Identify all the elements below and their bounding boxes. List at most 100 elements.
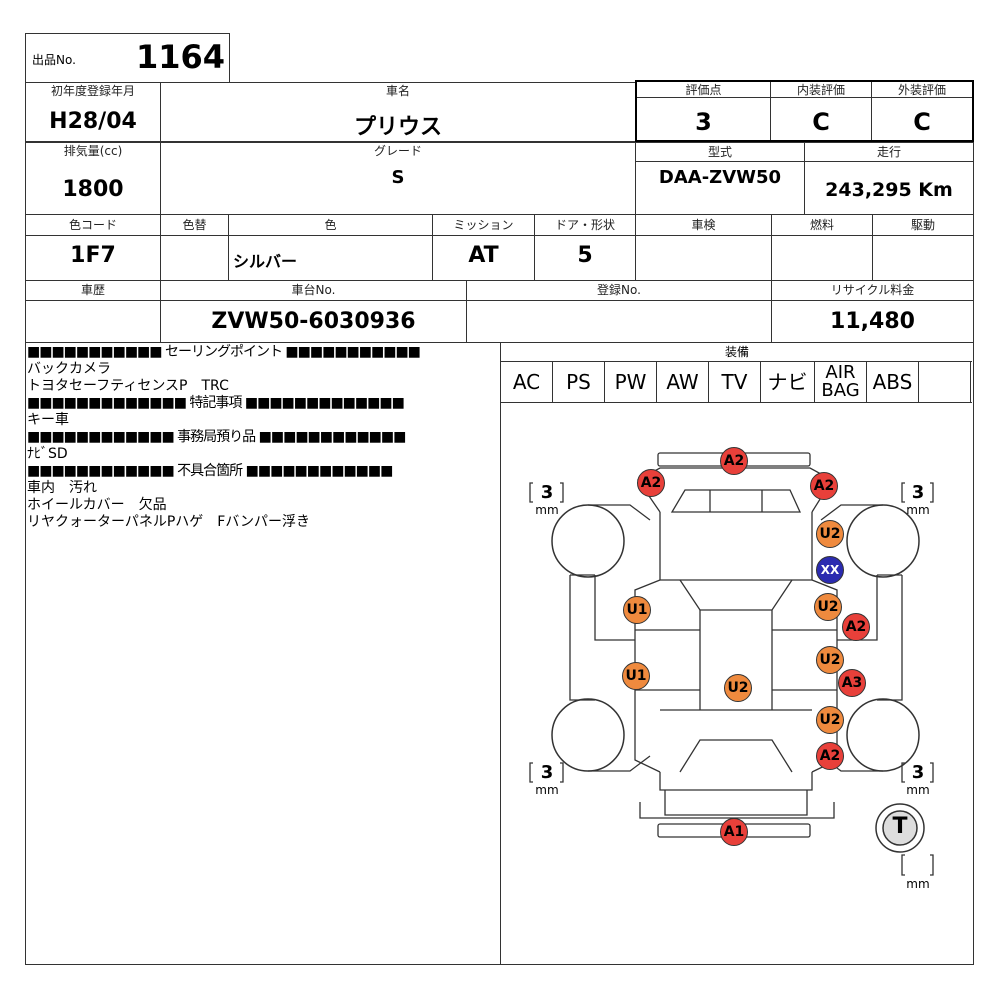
recycle-label: リサイクル料金 xyxy=(772,281,973,301)
reg-no-cell: 登録No. xyxy=(466,280,772,343)
diagram-panel xyxy=(500,342,974,965)
mark-front-left-fender: A2 xyxy=(637,469,665,497)
equipment-bottom-line xyxy=(500,402,972,403)
drive-cell: 駆動 xyxy=(872,214,974,281)
chassis-cell: 車台No. ZVW50-6030936 xyxy=(160,280,467,343)
tire-depth-rear-right-value: 3 xyxy=(911,762,925,783)
doors-value: 5 xyxy=(577,243,593,268)
first-reg-cell: 初年度登録年月 H28/04 xyxy=(25,82,161,142)
car-name-cell: 車名 プリウス xyxy=(160,82,636,142)
mark-roof: U2 xyxy=(724,674,752,702)
office-item-1: ﾅﾋﾞSD xyxy=(27,446,68,462)
tire-depth-front-right-unit: mm xyxy=(906,503,930,517)
mark-right-front-door: U2 xyxy=(814,593,842,621)
inspection-label: 車検 xyxy=(636,215,771,236)
selling-item-2: トヨタセーフティセンスP TRC xyxy=(27,378,229,394)
equip-navi: ナビ xyxy=(761,362,815,402)
transmission-value: AT xyxy=(468,243,499,268)
history-cell: 車歴 xyxy=(25,280,161,343)
lot-label: 出品No. xyxy=(32,53,76,67)
color-change-cell: 色替 xyxy=(160,214,229,281)
equipment-label: 装備 xyxy=(724,345,749,359)
chassis-value: ZVW50-6030936 xyxy=(211,309,416,334)
grade-value: S xyxy=(391,167,405,188)
exterior-cell: 外装評価 C xyxy=(872,82,972,140)
lot-box: 出品No. 1164 xyxy=(25,33,230,83)
selling-item-1: バックカメラ xyxy=(27,361,111,377)
inspection-cell: 車検 xyxy=(635,214,772,281)
mileage-cell: 走行 243,295 Km xyxy=(804,142,974,215)
doors-cell: ドア・形状 5 xyxy=(534,214,636,281)
mark-rear-bumper: A1 xyxy=(720,818,748,846)
mark-right-rear-wheel: A2 xyxy=(816,742,844,770)
mileage-label: 走行 xyxy=(805,143,973,162)
defect-item-1: 車内 汚れ xyxy=(27,480,97,496)
mark-front-right-fender: A2 xyxy=(810,472,838,500)
reg-no-label: 登録No. xyxy=(467,281,771,301)
score-label: 評価点 xyxy=(637,83,770,98)
special-item-1: キー車 xyxy=(27,412,69,428)
displacement-cell: 排気量(cc) 1800 xyxy=(25,142,161,215)
defect-item-3: リヤクォーターパネルPハゲ Fバンパー浮き xyxy=(27,514,311,530)
tire-depth-front-right-value: 3 xyxy=(911,482,925,503)
equip-ac: AC xyxy=(501,362,553,402)
tire-depth-rear-right-unit: mm xyxy=(906,783,930,797)
defect-item-2: ホイールカバー 欠品 xyxy=(27,497,167,513)
doors-label: ドア・形状 xyxy=(535,215,635,236)
equip-abs: ABS xyxy=(867,362,919,402)
mark-right-quarter: U2 xyxy=(816,706,844,734)
equip-airbag-line1: AIR xyxy=(825,362,856,383)
mark-right-rear-door-2: A3 xyxy=(838,669,866,697)
interior-cell: 内装評価 C xyxy=(771,82,872,140)
defect-header: ■■■■■■■■■■■■ 不具合箇所 ■■■■■■■■■■■■ xyxy=(27,463,393,479)
color-code-label: 色コード xyxy=(26,215,160,236)
mark-front-bumper: A2 xyxy=(720,447,748,475)
grade-label: グレード xyxy=(373,144,422,158)
score-cell: 評価点 3 xyxy=(637,82,771,140)
equip-airbag-line2: BAG xyxy=(821,380,860,401)
fuel-cell: 燃料 xyxy=(771,214,873,281)
color-code-cell: 色コード 1F7 xyxy=(25,214,161,281)
mark-left-rear-door: U1 xyxy=(622,662,650,690)
score-value: 3 xyxy=(695,108,712,136)
color-change-label: 色替 xyxy=(161,215,228,236)
tire-depth-rear-left-value: 3 xyxy=(540,762,554,783)
recycle-cell: リサイクル料金 11,480 xyxy=(771,280,974,343)
fuel-label: 燃料 xyxy=(772,215,872,236)
spare-tire-label: T xyxy=(892,814,908,839)
equip-pw: PW xyxy=(605,362,657,402)
mark-left-front-door: U1 xyxy=(623,596,651,624)
tire-depth-rear-left: 3 mm xyxy=(527,762,567,798)
color-code-value: 1F7 xyxy=(70,243,116,268)
mark-right-front-door-2: A2 xyxy=(842,613,870,641)
tire-depth-front-left: 3 mm xyxy=(527,482,567,518)
history-label: 車歴 xyxy=(26,281,160,301)
displacement-label: 排気量(cc) xyxy=(63,144,123,158)
car-name-label: 車名 xyxy=(385,84,410,98)
model-label: 型式 xyxy=(636,143,804,162)
model-value: DAA-ZVW50 xyxy=(658,167,782,188)
spare-tire-unit: mm xyxy=(906,877,930,891)
equip-aw: AW xyxy=(657,362,709,402)
model-cell: 型式 DAA-ZVW50 xyxy=(635,142,805,215)
mark-right-front-1: U2 xyxy=(816,520,844,548)
exterior-label: 外装評価 xyxy=(872,83,972,98)
chassis-label: 車台No. xyxy=(161,281,466,301)
mark-right-rear-door: U2 xyxy=(816,646,844,674)
grade-cell: グレード S xyxy=(160,142,636,215)
tire-depth-front-right: 3 mm xyxy=(898,482,938,518)
car-name-value: プリウス xyxy=(353,115,442,140)
displacement-value: 1800 xyxy=(62,177,124,202)
mark-right-mirror: XX xyxy=(816,556,844,584)
color-label: 色 xyxy=(229,215,432,236)
first-reg-label: 初年度登録年月 xyxy=(50,84,135,98)
tire-depth-rear-left-unit: mm xyxy=(535,783,559,797)
notes-panel xyxy=(25,342,501,965)
special-header: ■■■■■■■■■■■■■ 特記事項 ■■■■■■■■■■■■■ xyxy=(27,395,405,411)
recycle-value: 11,480 xyxy=(830,309,915,334)
equip-ps: PS xyxy=(553,362,605,402)
interior-label: 内装評価 xyxy=(771,83,871,98)
equip-tv: TV xyxy=(709,362,761,402)
tire-depth-front-left-value: 3 xyxy=(540,482,554,503)
first-reg-value: H28/04 xyxy=(49,109,137,134)
